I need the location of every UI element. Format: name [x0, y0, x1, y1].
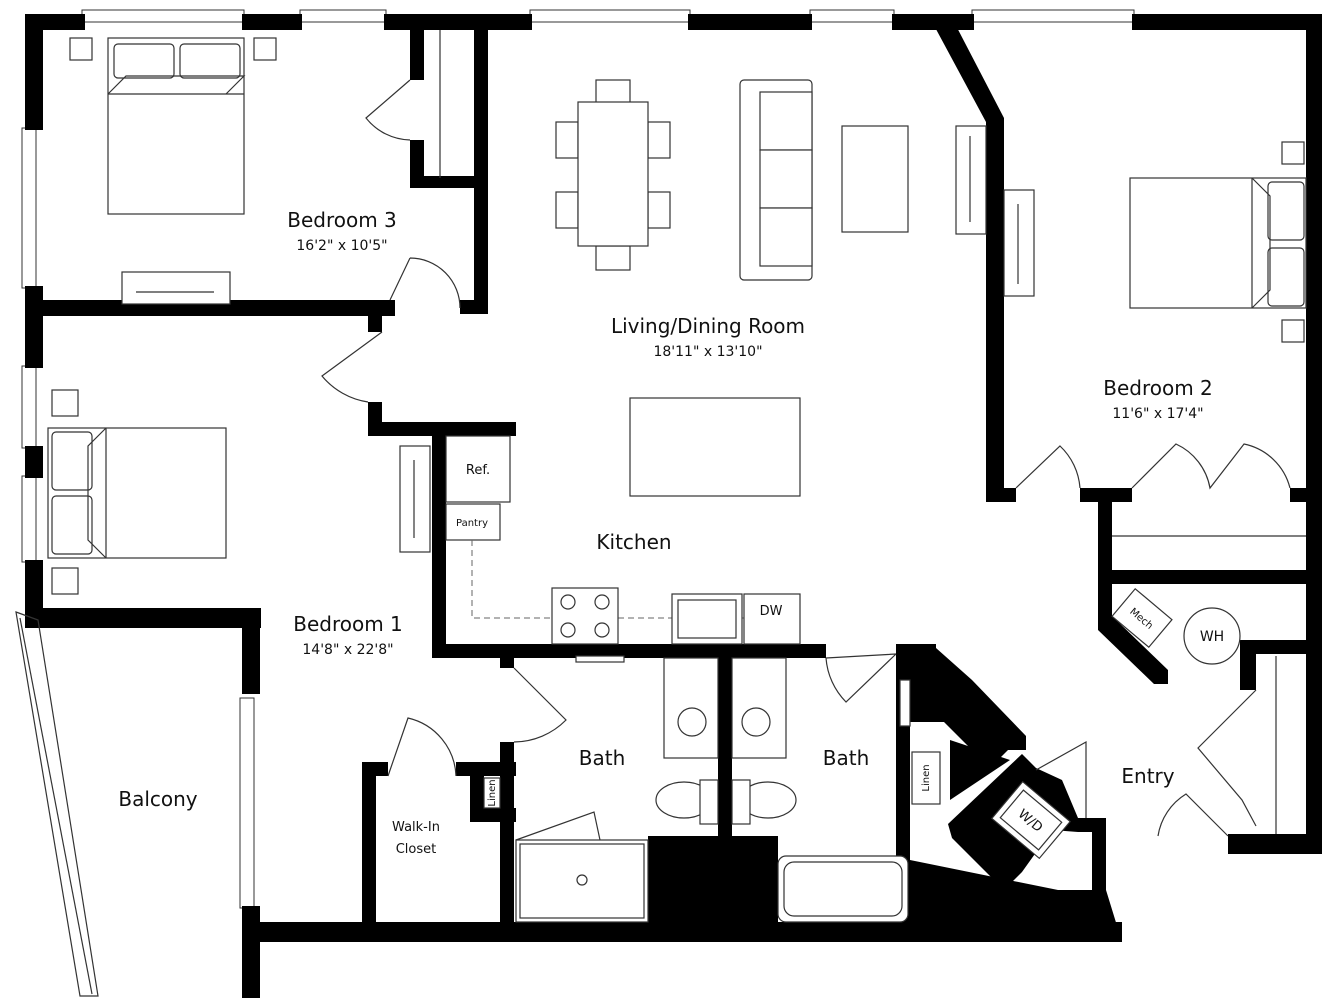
bedroom1-label: Bedroom 1 [293, 612, 403, 636]
kitchen-fixtures [445, 435, 801, 663]
bedroom2-dims: 11'6" x 17'4" [1112, 406, 1203, 422]
bedroom3-furniture [69, 30, 441, 305]
bedroom2-label: Bedroom 2 [1103, 376, 1213, 400]
living-dims: 18'11" x 13'10" [653, 344, 762, 360]
living-furniture [555, 79, 1035, 497]
bedroom2-furniture [1112, 141, 1307, 537]
wh-label: WH [1200, 629, 1224, 645]
balcony [15, 611, 99, 997]
bedroom1-dims: 14'8" x 22'8" [302, 642, 393, 658]
bath-fixtures [483, 657, 941, 923]
closet-label-line1: Walk-In [392, 820, 440, 835]
bedroom3-label: Bedroom 3 [287, 208, 397, 232]
balcony-label: Balcony [118, 787, 197, 811]
entry-label: Entry [1121, 764, 1174, 788]
mech-entry-fixtures [990, 587, 1277, 860]
ref-label: Ref. [466, 463, 490, 478]
doors [321, 79, 1291, 837]
walls [25, 14, 1322, 998]
bedroom3-dims: 16'2" x 10'5" [296, 238, 387, 254]
bedroom1-furniture [47, 389, 431, 595]
dw-label: DW [760, 604, 783, 619]
pantry-label: Pantry [456, 518, 488, 529]
labels: Bedroom 3 16'2" x 10'5" Living/Dining Ro… [118, 208, 1224, 857]
linen-right-label: Linen [921, 764, 932, 791]
closet-label-line2: Closet [396, 842, 437, 857]
bath-left-label: Bath [579, 746, 626, 770]
linen-left-label: Linen [487, 779, 498, 806]
kitchen-label: Kitchen [596, 530, 671, 554]
windows [21, 9, 1135, 909]
bath-right-label: Bath [823, 746, 870, 770]
living-label: Living/Dining Room [611, 314, 805, 338]
